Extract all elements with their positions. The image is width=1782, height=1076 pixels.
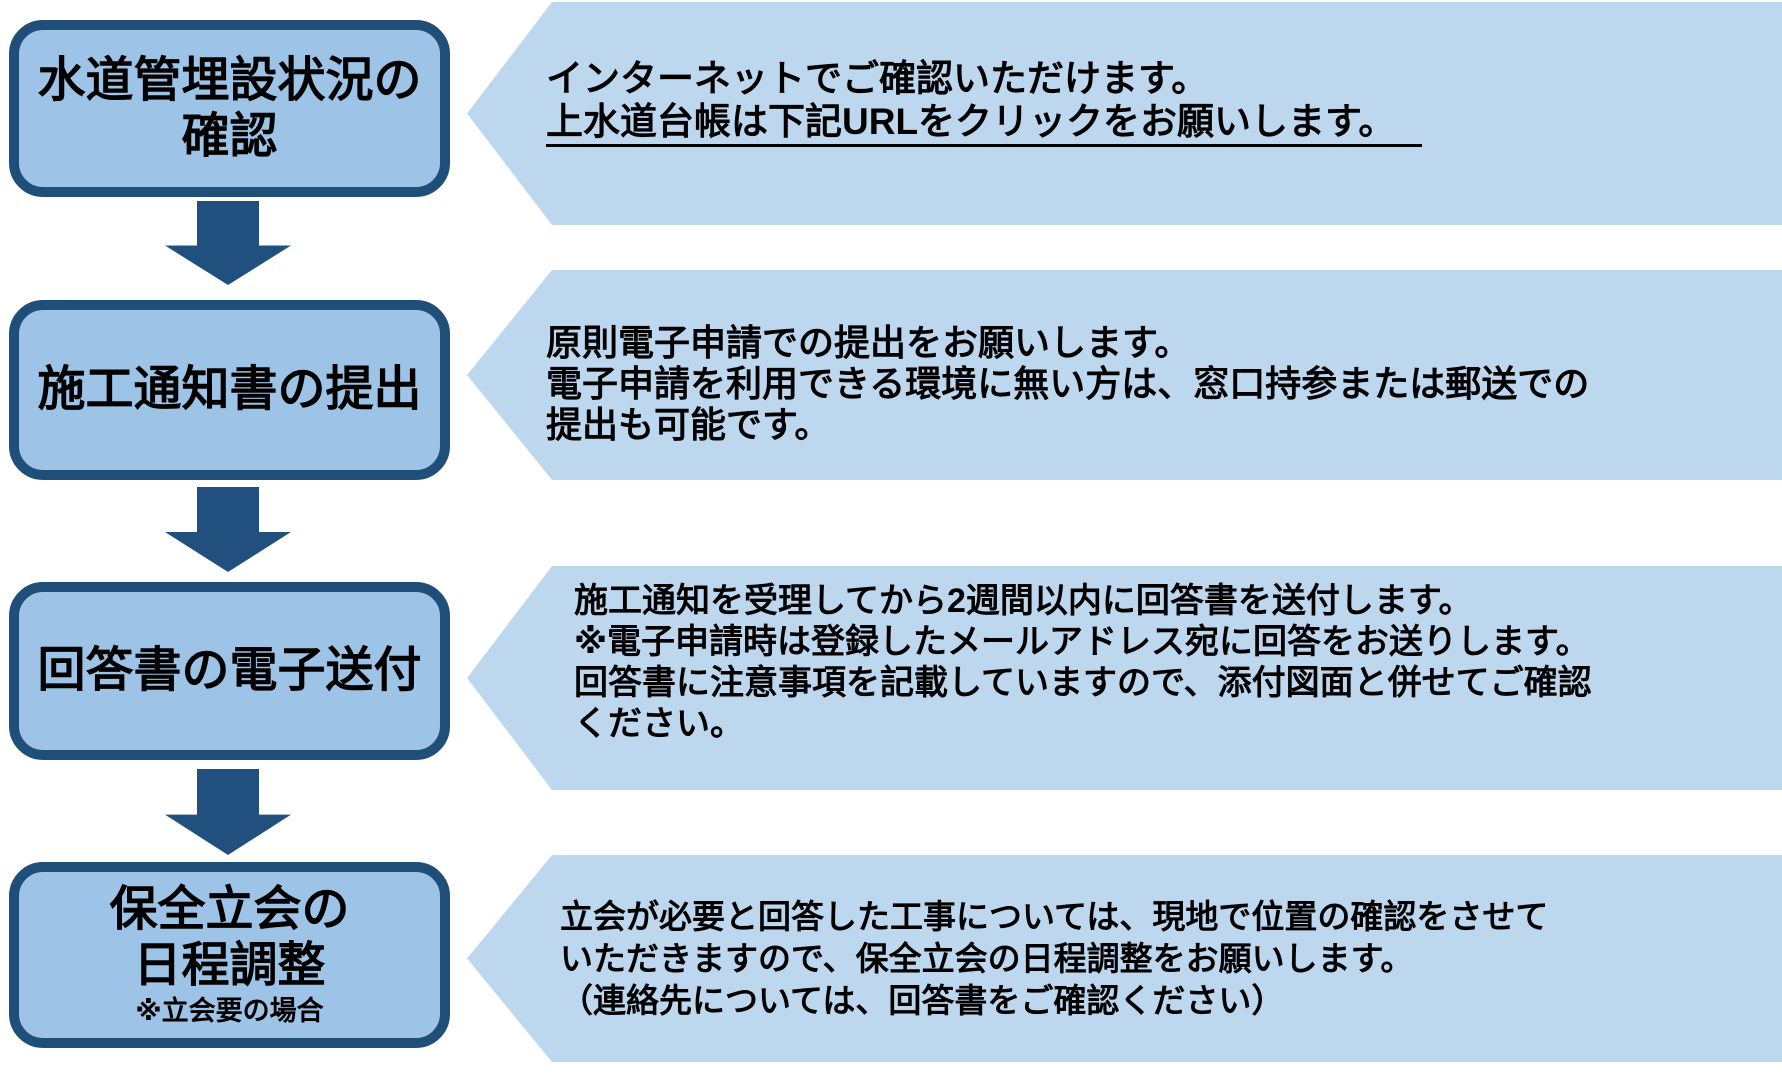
flow-down-arrow-2 bbox=[165, 487, 291, 572]
step-box-4: 保全立会の 日程調整 ※立会要の場合 bbox=[9, 862, 450, 1048]
step-box-3: 回答書の電子送付 bbox=[9, 582, 450, 760]
step-4-title-line: 保全立会の bbox=[109, 883, 350, 937]
callout-text-line: 原則電子申請での提出をお願いします。 bbox=[546, 321, 1191, 363]
underlined-url-instruction: 上水道台帳は下記URLをクリックをお願いします。 bbox=[546, 100, 1423, 147]
step-4-condition-note: ※立会要の場合 bbox=[135, 996, 324, 1027]
callout-banner-3: 施工通知を受理してから2週間以内に回答書を送付します。 ※電子申請時は登録したメ… bbox=[467, 566, 1782, 790]
step-3-title-line: 回答書の電子送付 bbox=[37, 644, 422, 698]
step-2-title-line: 施工通知書の提出 bbox=[37, 363, 422, 417]
step-box-1: 水道管埋設状況の 確認 bbox=[9, 20, 450, 197]
callout-text-line: 電子申請を利用できる環境に無い方は、窓口持参または郵送での bbox=[546, 362, 1590, 404]
callout-text-line: インターネットでご確認いただけます。 bbox=[546, 57, 1209, 99]
step-1-title-line: 確認 bbox=[181, 109, 278, 163]
flow-down-arrow-1 bbox=[165, 201, 291, 285]
callout-banner-2: 原則電子申請での提出をお願いします。 電子申請を利用できる環境に無い方は、窓口持… bbox=[467, 270, 1782, 480]
step-box-2: 施工通知書の提出 bbox=[9, 300, 450, 480]
step-1-title-line: 水道管埋設状況の bbox=[37, 53, 422, 107]
callout-text-line: 施工通知を受理してから2週間以内に回答書を送付します。 bbox=[574, 582, 1473, 620]
callout-text-line: （連絡先については、回答書をご確認ください） bbox=[560, 981, 1285, 1019]
callout-text-line: 回答書に注意事項を記載していますので、添付図面と併せてご確認 bbox=[574, 664, 1592, 702]
callout-text-line: 上水道台帳は下記URLをクリックをお願いします。 bbox=[546, 100, 1782, 147]
callout-text-line: 提出も可能です。 bbox=[546, 403, 831, 445]
callout-text-line: ※電子申請時は登録したメールアドレス宛に回答をお送りします。 bbox=[574, 623, 1590, 661]
callout-text-line: ください。 bbox=[574, 705, 744, 743]
flow-down-arrow-3 bbox=[165, 769, 291, 855]
callout-banner-4: 立会が必要と回答した工事については、現地で位置の確認をさせて いただきますので、… bbox=[467, 855, 1782, 1062]
step-4-title-line: 日程調整 bbox=[133, 938, 326, 992]
callout-banner-1: インターネットでご確認いただけます。 上水道台帳は下記URLをクリックをお願いし… bbox=[467, 2, 1782, 225]
callout-text-line: 立会が必要と回答した工事については、現地で位置の確認をさせて bbox=[560, 897, 1549, 935]
callout-text-line: いただきますので、保全立会の日程調整をお願いします。 bbox=[560, 939, 1414, 977]
